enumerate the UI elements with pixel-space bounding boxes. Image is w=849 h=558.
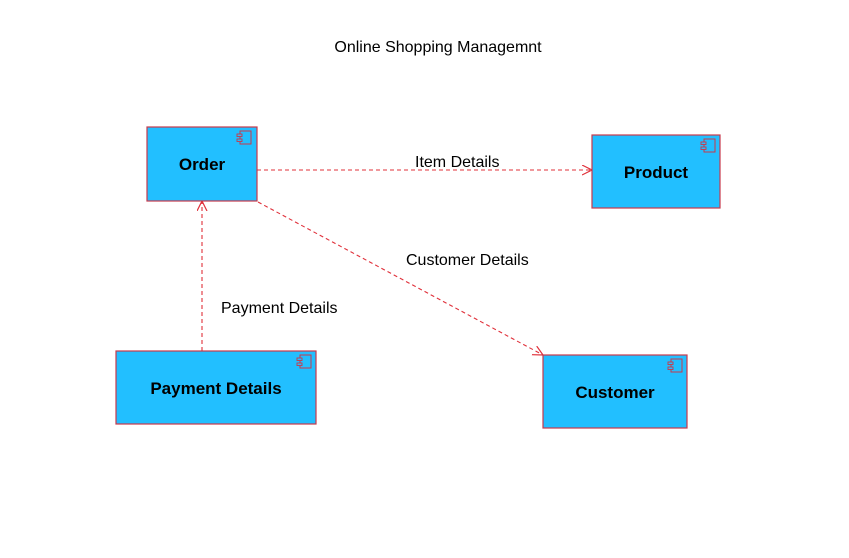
connector-label-customer-details: Customer Details xyxy=(406,252,529,269)
component-customer[interactable]: Customer xyxy=(542,354,688,429)
component-product[interactable]: Product xyxy=(591,134,721,209)
connector-payment-details[interactable]: Payment Details xyxy=(202,201,338,351)
component-label-customer: Customer xyxy=(575,383,655,402)
component-icon xyxy=(296,354,312,369)
component-order[interactable]: Order xyxy=(146,126,258,202)
component-label-payment-details: Payment Details xyxy=(150,379,281,398)
component-payment-details[interactable]: Payment Details xyxy=(115,350,317,425)
connector-customer-details[interactable]: Customer Details xyxy=(257,201,543,355)
connector-label-payment-details: Payment Details xyxy=(221,300,338,317)
component-icon xyxy=(700,138,716,153)
diagram-title: Online Shopping Managemnt xyxy=(334,39,542,56)
connector-item-details[interactable]: Item Details xyxy=(257,154,592,171)
component-label-product: Product xyxy=(624,163,689,182)
component-label-order: Order xyxy=(179,155,226,174)
component-icon xyxy=(236,130,252,145)
component-icon xyxy=(667,358,683,373)
connector-label-item-details: Item Details xyxy=(415,154,499,171)
